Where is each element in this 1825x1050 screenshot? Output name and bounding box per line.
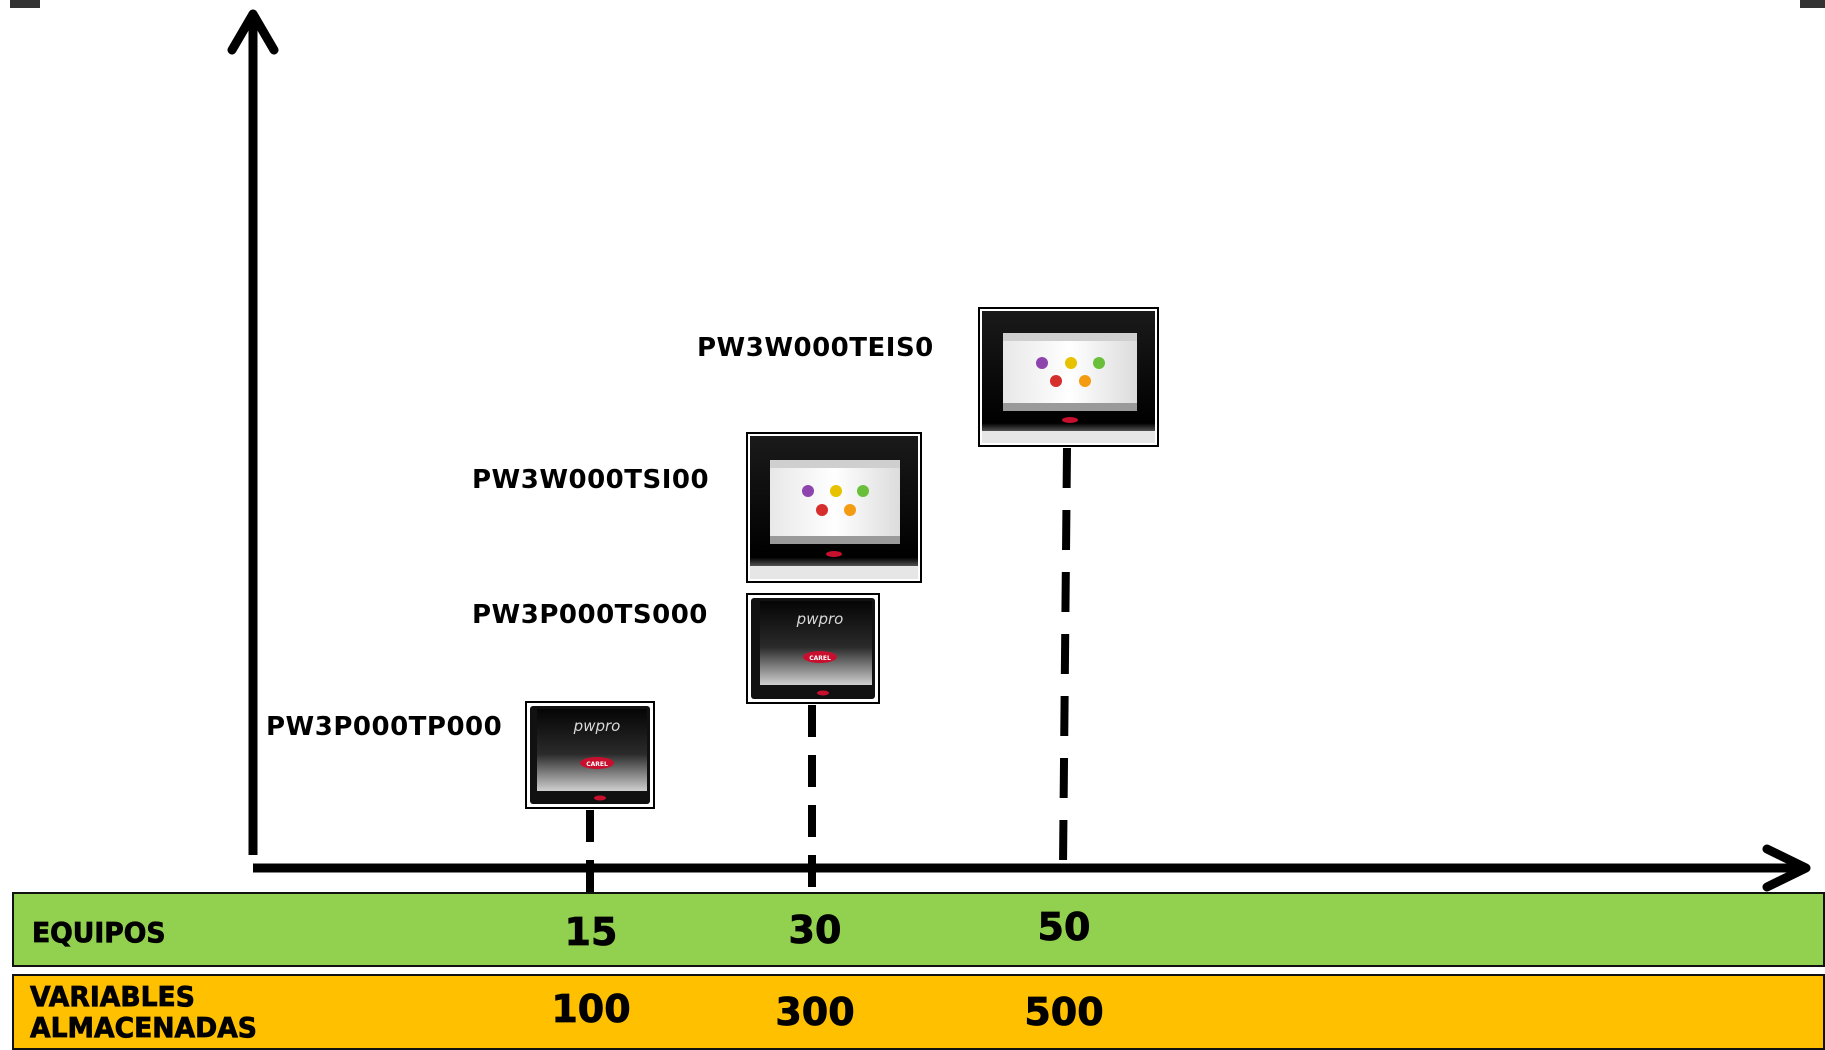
variables-value-100: 100	[551, 987, 631, 1032]
equipos-value-30: 30	[788, 908, 842, 953]
leader-line-50	[1059, 447, 1071, 867]
device-image-pw3p000ts000: pwpro CAREL	[746, 593, 880, 704]
variables-label-line1: VARIABLES	[30, 980, 196, 1013]
model-label-pw3w000teis0: PW3W000TEIS0	[697, 333, 934, 363]
device-image-pw3p000tp000: pwpro CAREL	[525, 701, 655, 809]
model-label-pw3p000tp000: PW3P000TP000	[266, 712, 503, 742]
y-axis	[227, 9, 279, 855]
brand-logo: pwpro	[796, 610, 844, 628]
variables-row: VARIABLES ALMACENADAS 100 300 500	[12, 974, 1825, 1050]
corner-mark-left	[10, 0, 40, 8]
equipos-value-50: 50	[1037, 905, 1091, 950]
variables-value-500: 500	[1024, 990, 1104, 1035]
device-image-pw3w000tsi00	[746, 432, 922, 583]
carel-badge: CAREL	[586, 761, 608, 768]
model-label-pw3w000tsi00: PW3W000TSI00	[472, 465, 710, 495]
x-axis	[253, 844, 1811, 892]
variables-label-line2: ALMACENADAS	[30, 1011, 258, 1044]
variables-value-300: 300	[775, 990, 855, 1035]
carel-badge: CAREL	[809, 655, 831, 662]
model-label-pw3p000ts000: PW3P000TS000	[472, 600, 708, 630]
equipos-label: EQUIPOS	[32, 916, 166, 949]
equipos-value-15: 15	[564, 910, 618, 955]
device-image-pw3w000teis0	[978, 307, 1159, 447]
brand-logo: pwpro	[573, 717, 621, 735]
equipos-row: EQUIPOS 15 30 50	[12, 892, 1825, 967]
corner-mark-right	[1800, 0, 1825, 8]
